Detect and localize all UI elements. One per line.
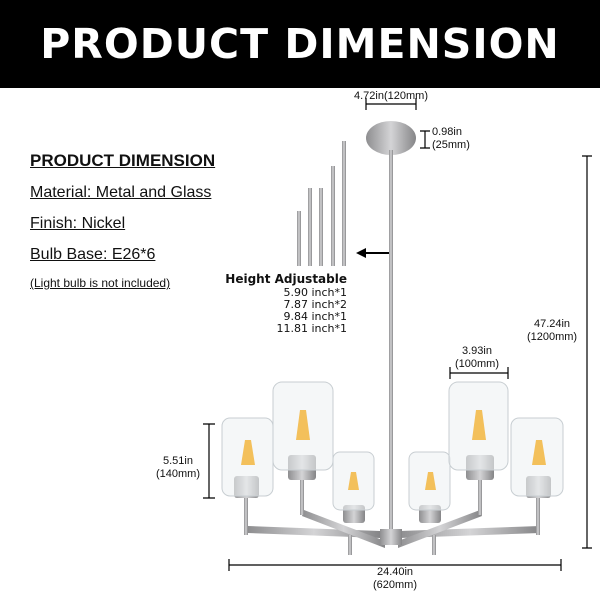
spec-material: Material: Metal and Glass xyxy=(30,184,212,201)
extension-rods xyxy=(297,141,346,266)
canopy-height-in: 0.98in xyxy=(432,126,462,138)
shade-height-in: 5.51in xyxy=(163,455,193,467)
shade-width-label: 3.93in (100mm) xyxy=(445,345,509,371)
rod-length-label: 9.84 inch*1 xyxy=(283,310,347,323)
shade-height-label: 5.51in (140mm) xyxy=(148,455,208,481)
canopy-height-mm: (25mm) xyxy=(432,139,470,151)
shade-width-in: 3.93in xyxy=(462,345,492,357)
total-width-mm: (620mm) xyxy=(372,579,417,591)
lamp xyxy=(221,417,274,535)
spec-finish: Finish: Nickel xyxy=(30,215,126,232)
rod-length-label: 5.90 inch*1 xyxy=(283,286,347,299)
total-height-mm: (1200mm) xyxy=(526,331,578,343)
height-adjustable-title: Height Adjustable xyxy=(225,272,347,286)
canopy xyxy=(366,121,416,155)
lamp xyxy=(332,451,375,523)
rod-11.81 xyxy=(342,141,346,266)
total-height-in: 47.24in xyxy=(533,318,571,330)
banner-title: PRODUCT DIMENSION xyxy=(40,20,560,68)
rod-length-label: 11.81 inch*1 xyxy=(276,322,347,335)
canopy-width-label: 4.72in(120mm) xyxy=(354,90,428,102)
title-banner: PRODUCT DIMENSION xyxy=(0,0,600,88)
shade-width-mm: (100mm) xyxy=(454,358,499,370)
spec-note: (Light bulb is not included) xyxy=(30,276,171,290)
lamp xyxy=(408,451,451,523)
rod-7.87-a xyxy=(308,188,312,266)
lamp xyxy=(448,381,509,515)
stem xyxy=(389,150,393,538)
rod-9.84 xyxy=(331,166,335,266)
arms xyxy=(248,510,540,555)
rod-length-label: 7.87 inch*2 xyxy=(283,298,347,311)
canopy-height-label: 0.98in (25mm) xyxy=(432,126,470,152)
rod-7.87-b xyxy=(319,188,323,266)
total-height-label: 47.24in (1200mm) xyxy=(520,318,584,344)
rod-5.90 xyxy=(297,211,301,266)
lamp xyxy=(510,417,564,535)
total-width-label: 24.40in (620mm) xyxy=(360,566,430,592)
spec-bulb-base: Bulb Base: E26*6 xyxy=(30,246,156,263)
specs-heading: PRODUCT DIMENSION xyxy=(30,151,216,170)
lamps xyxy=(221,381,564,535)
total-width-in: 24.40in xyxy=(376,566,414,578)
lamp xyxy=(272,381,334,515)
shade-height-mm: (140mm) xyxy=(155,468,200,480)
arrow-left-icon xyxy=(356,248,390,258)
dimension-lines xyxy=(203,98,592,571)
